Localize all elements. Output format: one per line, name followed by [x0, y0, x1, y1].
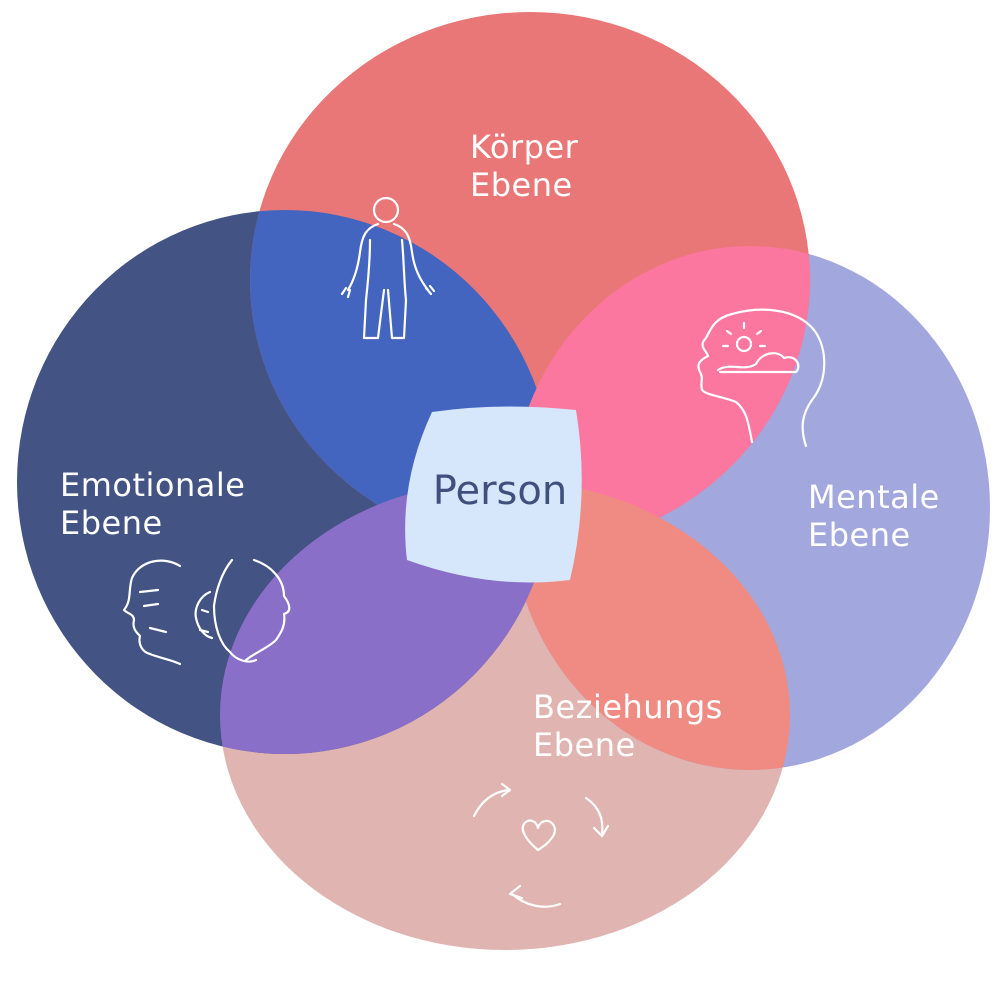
- faces-icon: [122, 558, 291, 666]
- label-line2: Ebene: [470, 166, 573, 204]
- heart-cycle-icon: [472, 782, 610, 908]
- label-emotionale-ebene: Emotionale Ebene: [60, 466, 245, 542]
- label-line2: Ebene: [533, 726, 636, 764]
- label-line1: Mentale: [808, 478, 940, 516]
- label-line2: Ebene: [60, 504, 163, 542]
- overlap-mental-relation: [510, 480, 790, 770]
- label-mentale-ebene: Mentale Ebene: [808, 478, 940, 554]
- head-with-cloud-icon: [697, 308, 826, 448]
- center-label-person: Person: [432, 468, 568, 514]
- label-koerper-ebene: Körper Ebene: [470, 128, 578, 204]
- label-line1: Körper: [470, 128, 579, 166]
- label-line2: Ebene: [808, 516, 911, 554]
- label-line1: Beziehungs: [533, 688, 723, 726]
- label-line1: Emotionale: [60, 466, 246, 504]
- human-figure-icon: [340, 196, 436, 340]
- label-beziehungs-ebene: Beziehungs Ebene: [533, 688, 723, 764]
- center-person-region: [405, 406, 582, 583]
